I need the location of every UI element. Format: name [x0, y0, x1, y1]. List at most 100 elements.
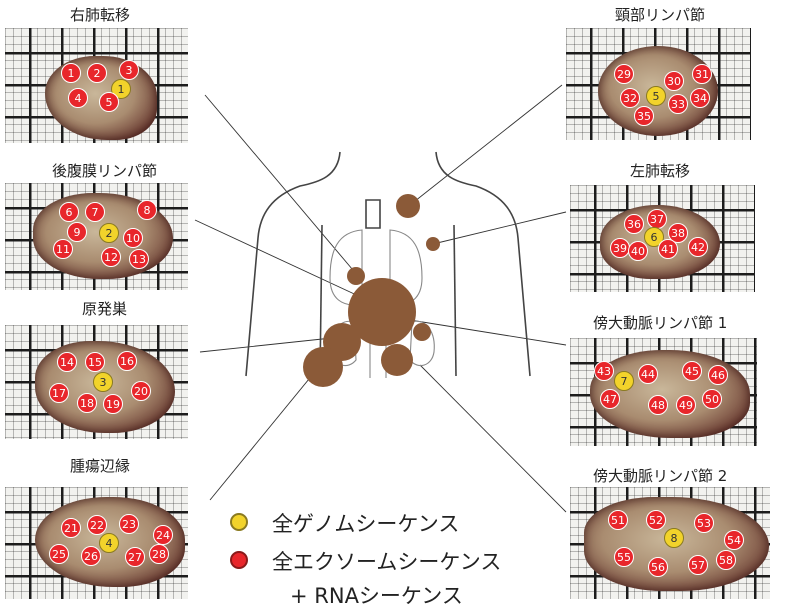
exome-sample-marker: 21 [61, 518, 81, 538]
legend-yellow-marker [230, 513, 248, 531]
leader-line-margin [209, 367, 319, 501]
exome-sample-marker: 20 [131, 381, 151, 401]
exome-sample-marker: 25 [49, 544, 69, 564]
exome-sample-marker: 12 [101, 247, 121, 267]
arm-right-inner [453, 224, 457, 377]
exome-sample-marker: 48 [648, 395, 668, 415]
exome-sample-marker: 26 [81, 546, 101, 566]
leader-line-right-lung [204, 94, 359, 277]
exome-sample-marker: 17 [49, 383, 69, 403]
lesion-primary [348, 278, 416, 346]
wgs-sample-marker: 7 [614, 371, 634, 391]
lesion-para-ln2 [381, 344, 413, 376]
wgs-sample-marker: 2 [99, 223, 119, 243]
wgs-sample-marker: 3 [93, 372, 113, 392]
exome-sample-marker: 40 [628, 241, 648, 261]
exome-sample-marker: 31 [692, 64, 712, 84]
exome-sample-marker: 14 [57, 352, 77, 372]
lesion-right-lung [347, 267, 365, 285]
panel-title-left-lung: 左肺転移 [630, 162, 691, 180]
exome-sample-marker: 11 [53, 239, 73, 259]
exome-sample-marker: 46 [708, 365, 728, 385]
wgs-sample-marker: 5 [646, 86, 666, 106]
exome-sample-marker: 43 [594, 361, 614, 381]
lesion-neck-ln [396, 194, 420, 218]
panel-title-right-lung: 右肺転移 [70, 6, 131, 24]
exome-sample-marker: 3 [119, 60, 139, 80]
exome-sample-marker: 10 [123, 228, 143, 248]
exome-sample-marker: 56 [648, 557, 668, 577]
exome-sample-marker: 4 [68, 88, 88, 108]
exome-sample-marker: 37 [647, 209, 667, 229]
leader-line-neck-ln [409, 84, 563, 206]
leader-lines [194, 84, 567, 513]
exome-sample-marker: 52 [646, 510, 666, 530]
exome-sample-marker: 2 [87, 63, 107, 83]
exome-sample-marker: 27 [125, 547, 145, 567]
exome-sample-marker: 34 [690, 88, 710, 108]
exome-sample-marker: 45 [682, 361, 702, 381]
exome-sample-marker: 15 [85, 352, 105, 372]
exome-sample-marker: 33 [668, 94, 688, 114]
exome-sample-marker: 49 [676, 395, 696, 415]
exome-sample-marker: 19 [103, 394, 123, 414]
leader-line-para-ln1 [409, 319, 567, 346]
exome-sample-marker: 7 [85, 202, 105, 222]
exome-sample-marker: 51 [608, 510, 628, 530]
exome-sample-marker: 16 [117, 351, 137, 371]
torso-left-contour [245, 151, 341, 377]
exome-sample-marker: 36 [624, 214, 644, 234]
exome-sample-marker: 28 [149, 544, 169, 564]
panel-title-neck-ln: 頸部リンパ節 [615, 6, 706, 24]
exome-sample-marker: 32 [620, 88, 640, 108]
exome-sample-marker: 13 [129, 249, 149, 269]
legend-exome-label: 全エクソームシーケンス [272, 550, 502, 574]
panel-title-para-ln1: 傍大動脈リンパ節 1 [593, 314, 728, 332]
trachea [365, 199, 381, 229]
exome-sample-marker: 24 [153, 525, 173, 545]
exome-sample-marker: 9 [67, 222, 87, 242]
specimen-panel-para-ln2: 51 52 53 8 54 55 56 57 58 [570, 487, 770, 599]
panel-title-retro-ln: 後腹膜リンパ節 [52, 162, 158, 180]
exome-sample-marker: 39 [610, 238, 630, 258]
exome-sample-marker: 44 [638, 364, 658, 384]
exome-sample-marker: 23 [119, 514, 139, 534]
lesions [303, 194, 440, 387]
exome-sample-marker: 55 [614, 547, 634, 567]
exome-sample-marker: 57 [688, 555, 708, 575]
leader-line-left-lung [432, 211, 567, 245]
exome-sample-marker: 35 [634, 106, 654, 126]
exome-sample-marker: 42 [688, 237, 708, 257]
exome-sample-marker: 41 [658, 239, 678, 259]
exome-sample-marker: 58 [716, 550, 736, 570]
exome-sample-marker: 30 [664, 71, 684, 91]
leader-line-para-ln2 [419, 364, 567, 513]
legend-rna-label: + RNAシーケンス [290, 584, 463, 608]
leader-line-retro-ln [194, 219, 379, 306]
exome-sample-marker: 6 [59, 202, 79, 222]
lesion-left-lung [426, 237, 440, 251]
exome-sample-marker: 50 [702, 389, 722, 409]
exome-sample-marker: 18 [77, 393, 97, 413]
exome-sample-marker: 22 [87, 515, 107, 535]
exome-sample-marker: 1 [61, 63, 81, 83]
panel-title-para-ln2: 傍大動脈リンパ節 2 [593, 467, 728, 485]
exome-sample-marker: 53 [694, 513, 714, 533]
lesion-para-ln1 [413, 323, 431, 341]
wgs-sample-marker: 8 [664, 528, 684, 548]
legend-whole-genome-label: 全ゲノムシーケンス [272, 512, 460, 536]
exome-sample-marker: 5 [99, 92, 119, 112]
exome-sample-marker: 54 [724, 530, 744, 550]
torso-right-contour [435, 151, 531, 377]
panel-title-primary: 原発巣 [82, 300, 128, 318]
exome-sample-marker: 29 [614, 64, 634, 84]
legend-red-marker [230, 551, 248, 569]
